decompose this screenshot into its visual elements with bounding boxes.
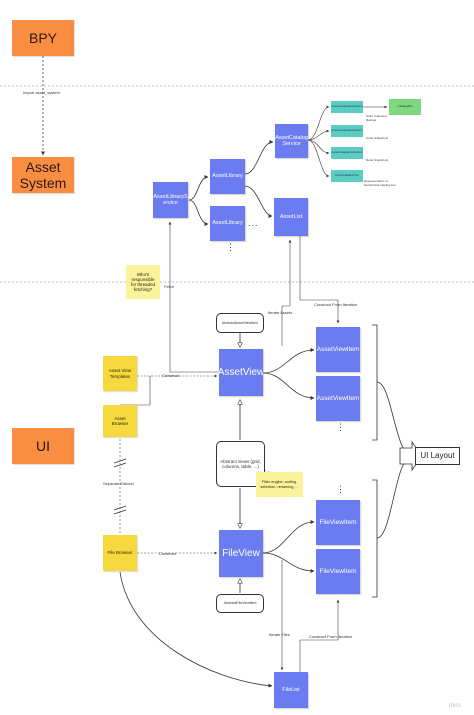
asset-library-2[interactable]: AssetLibrary (210, 206, 245, 241)
asset-view-templates[interactable]: Asset View Templates (103, 356, 137, 391)
layer-asset-system[interactable]: Asset System (12, 157, 74, 193)
catalog-note-3: Redo Snapshots (366, 158, 389, 162)
edge-filebrowser-filelist (119, 571, 273, 688)
miro-watermark: miro (449, 703, 461, 709)
layer-bpy[interactable]: BPY (12, 20, 74, 56)
edge-assetview-item2 (262, 372, 315, 400)
edge-fileview-item2 (262, 552, 315, 573)
abstract-asset-view-item[interactable]: AbstractAssetViewItem (216, 313, 264, 333)
edge-cs-item4 (307, 139, 330, 178)
edge-fileview-item1 (262, 520, 315, 554)
asset-view-item-2[interactable]: AssetViewItem (316, 376, 360, 421)
label-construct-fileview: Construct (159, 551, 177, 556)
abstract-views[interactable]: Abstract views (grid, columns, table, ..… (216, 441, 265, 487)
asset-view-item-1[interactable]: AssetViewItem (316, 327, 360, 372)
edge-fetch (168, 221, 219, 373)
edge-assetview-item1 (262, 348, 315, 374)
edge-file-items-uilayout (376, 455, 413, 539)
catalog-note-1: Store Collected Ratings (366, 114, 387, 122)
label-separate-editors: Separate Editors! (103, 481, 134, 486)
edge-cs-item1 (307, 105, 330, 141)
asset-list[interactable]: AssetList (274, 198, 308, 236)
label-iterate-files: Iterate Files (269, 632, 290, 637)
bracket-file-items (372, 479, 378, 598)
catalog-file[interactable]: CatalogFile (389, 99, 421, 115)
edge-construct-from-iteration-top (299, 236, 340, 324)
label-import-asset-system: Import asset_system (23, 90, 60, 95)
asset-library-ellipsis-h: ... (248, 218, 259, 228)
catalog-note-4: Representation of hierarchical catalog t… (364, 179, 396, 187)
break-mark-2 (113, 505, 127, 515)
layer-ui[interactable]: UI (12, 428, 74, 464)
catalog-item-4[interactable]: AssetCatalogTree (331, 170, 363, 182)
label-construct-from-iteration-top: Construct From Iteration (314, 302, 358, 307)
edge-iterate-assets (281, 239, 292, 346)
catalog-item-2[interactable]: AssetCatalogCollection (331, 125, 363, 137)
asset-browser[interactable]: Asset Browser (103, 405, 137, 437)
edge-library-asset-list (244, 185, 273, 218)
filter-engine-note[interactable]: Filter engine, sorting, selection, renam… (256, 472, 303, 497)
label-construct-from-iteration-bottom: Construct From Iteration (309, 634, 353, 639)
ui-layout[interactable]: UI Layout (415, 447, 460, 465)
file-view-item-1[interactable]: FileViewItem (316, 500, 360, 545)
edge-service-library2 (188, 199, 209, 226)
catalog-item-1[interactable]: AssetCatalogCollection (331, 101, 363, 113)
label-construct-assetview: Construct (162, 373, 180, 378)
file-view[interactable]: FileView (219, 530, 263, 577)
asset-library-1[interactable]: AssetLibrary (210, 159, 245, 194)
asset-view-items-ellipsis: ⋮ (336, 422, 346, 432)
catalog-item-3[interactable]: AssetCatalogCollection (331, 147, 363, 159)
edge-library-catalog-service (244, 140, 274, 175)
label-fetch: Fetch (164, 284, 175, 289)
asset-view[interactable]: AssetView (219, 349, 263, 396)
edge-asset-items-uilayout (376, 381, 413, 457)
sticky-threaded-fetching[interactable]: Who's responsible for threaded fetching? (126, 265, 160, 299)
break-mark-1 (113, 458, 127, 468)
catalog-note-2: Undo Snapshots (366, 136, 389, 140)
abstract-file-view-item[interactable]: AbstractFileViewItem (216, 594, 264, 613)
file-view-item-2[interactable]: FileViewItem (316, 549, 360, 594)
file-browser[interactable]: File Browser (103, 535, 137, 571)
asset-library-service[interactable]: AssetLibraryS ervice (153, 182, 188, 218)
file-list[interactable]: FileList (274, 672, 308, 708)
asset-catalog-service[interactable]: AssetCatalog Service (275, 124, 308, 158)
label-iterate-assets: Iterate Assets (268, 310, 293, 315)
file-view-items-ellipsis: ⋮ (336, 484, 346, 494)
edge-service-library1 (188, 175, 209, 201)
edge-cs-item3 (307, 139, 330, 155)
edge-cs-item2 (307, 129, 330, 141)
bracket-asset-items (372, 324, 378, 441)
asset-library-ellipsis-v: ⋮ (226, 242, 236, 252)
edge-construct-from-iteration-bottom (299, 599, 340, 672)
